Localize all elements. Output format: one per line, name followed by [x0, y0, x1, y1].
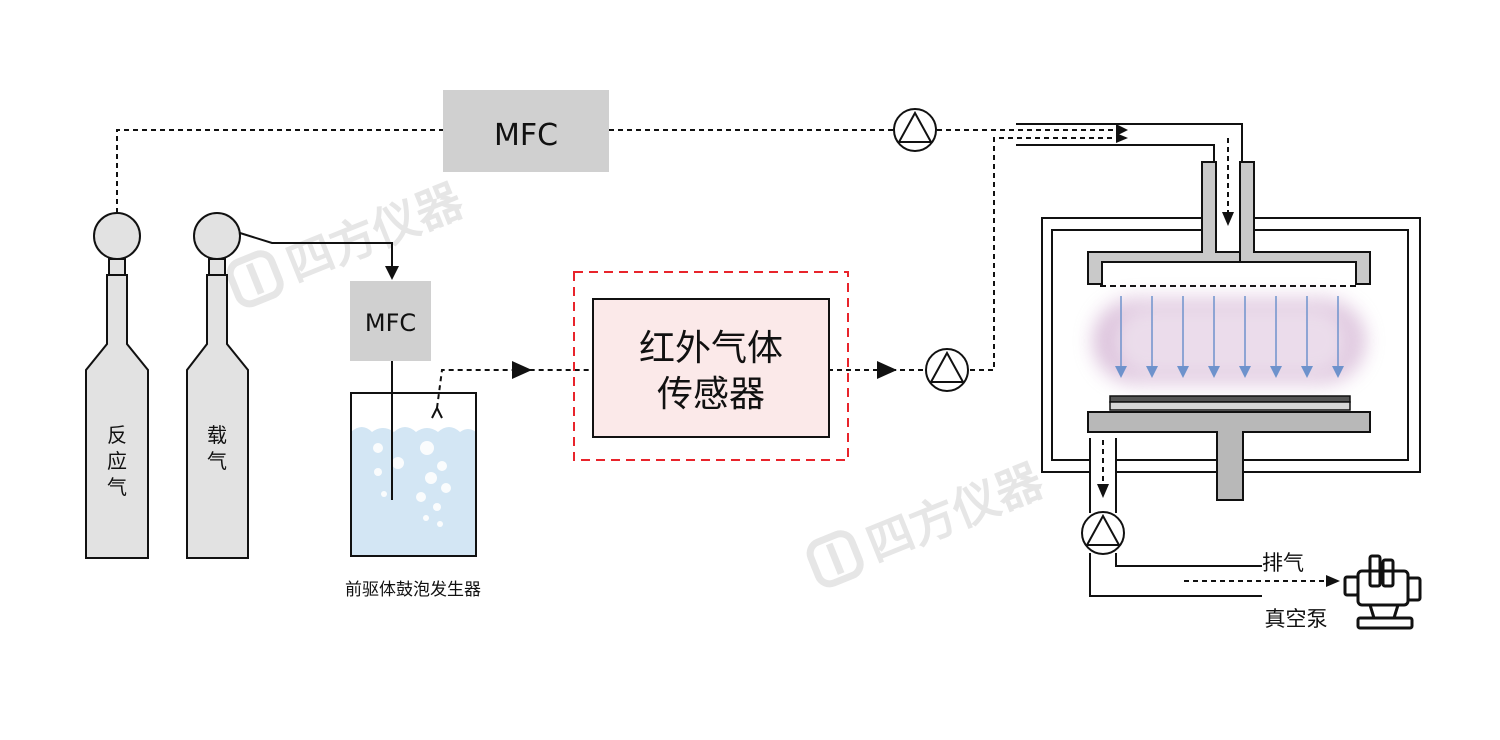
heater-stage [1087, 411, 1371, 501]
precursor-inlet-arrow [1116, 133, 1128, 143]
watermark-text: 四方仪器 [279, 173, 471, 292]
showerhead-right [1239, 161, 1371, 285]
flow-arrow-to-pump [877, 361, 897, 379]
pump-symbol-icon [1081, 511, 1125, 555]
sensor-label-line1: 红外气体 [639, 328, 783, 369]
cylinder-reactant-label: 反应气 [107, 423, 127, 499]
inlet-down-arrow [1222, 212, 1234, 226]
cylinder-reactant: 反应气 [85, 212, 149, 559]
plasma-glow [1094, 300, 1364, 382]
watermark-logo-icon [806, 530, 864, 588]
pump-symbol-icon [893, 108, 937, 152]
flow-arrow-to-sensor [512, 361, 532, 379]
cylinder-carrier-label-text: 载气 [207, 423, 227, 473]
mfc-carrier: MFC [350, 281, 431, 361]
bubbles [373, 441, 451, 527]
flow-arrows [1120, 296, 1339, 368]
watermark-bottom: 四方仪器 [806, 453, 1051, 588]
flow-arrowheads [1115, 366, 1344, 378]
carrier-arrow [385, 266, 399, 280]
watermark-logo-icon [226, 250, 284, 308]
vacuum-pump-icon [1343, 554, 1422, 630]
cylinder-carrier-label: 载气 [207, 423, 227, 473]
sensor-line [436, 137, 1126, 409]
vacuum-arrow [1326, 575, 1340, 587]
substrate-holder [1109, 401, 1351, 411]
exhaust-pipe [1089, 438, 1262, 597]
exhaust-down-arrow [1097, 484, 1109, 498]
mfc-top: MFC [443, 90, 609, 172]
cylinder-carrier: 载气 [186, 212, 249, 559]
exhaust-label: 排气 [1262, 551, 1304, 575]
carrier-gas-line [239, 232, 393, 268]
mfc-top-label: MFC [494, 118, 558, 153]
bubbler: 前驱体鼓泡发生器 [345, 361, 481, 600]
ir-gas-sensor: 红外气体 传感器 [573, 271, 849, 461]
watermark-text: 四方仪器 [859, 453, 1051, 572]
vacuum-pump-label: 真空泵 [1265, 607, 1328, 631]
bubbler-label: 前驱体鼓泡发生器 [345, 580, 481, 600]
cylinder-reactant-label-text: 反应气 [107, 423, 127, 499]
pump-symbol-icon [925, 348, 969, 392]
reactant-gas-line [116, 129, 1118, 213]
sensor-label-line2: 传感器 [657, 374, 765, 415]
substrate [1109, 395, 1351, 403]
mfc-carrier-label: MFC [365, 309, 416, 337]
reactant-inlet-arrow [1116, 124, 1128, 136]
